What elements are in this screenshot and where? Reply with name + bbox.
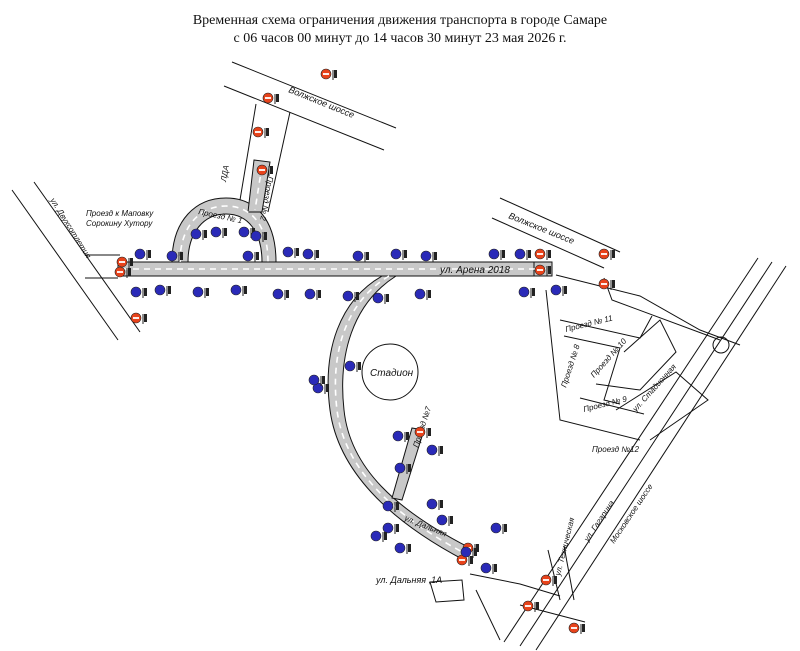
no-entry-sign: [252, 126, 269, 138]
no-parking-sign: [382, 500, 399, 512]
no-parking-sign: [242, 250, 259, 262]
no-entry-sign: [256, 164, 273, 176]
no-parking-sign: [514, 248, 531, 260]
no-parking-sign: [250, 230, 267, 242]
no-parking-sign: [420, 250, 437, 262]
no-parking-sign: [192, 286, 209, 298]
title-line-2: с 06 часов 00 минут до 14 часов 30 минут…: [233, 31, 567, 46]
road-network: [11, 61, 787, 651]
no-parking-sign: [394, 542, 411, 554]
no-entry-sign: [130, 312, 147, 324]
no-parking-sign: [480, 562, 497, 574]
no-parking-sign: [370, 530, 387, 542]
no-parking-sign: [344, 360, 361, 372]
no-entry-sign: [540, 574, 557, 586]
no-parking-sign: [382, 522, 399, 534]
label-ul-dalnyaya-1a: ул. Дальняя ,1А: [375, 575, 442, 585]
label-volzhskoe-right: Волжское шоссе: [507, 211, 575, 246]
no-parking-sign: [352, 250, 369, 262]
label-moskovskoe: Московское шоссе: [608, 482, 655, 545]
no-parking-sign: [134, 248, 151, 260]
no-parking-sign: [390, 248, 407, 260]
no-entry-sign: [598, 248, 615, 260]
no-parking-sign: [210, 226, 227, 238]
label-stadion: Стадион: [370, 368, 414, 379]
label-ul-arena: ул. Арена 2018: [439, 265, 510, 276]
no-parking-sign: [488, 248, 505, 260]
no-parking-sign: [154, 284, 171, 296]
no-parking-sign: [230, 284, 247, 296]
map-title: Временная схема ограничения движения тра…: [0, 12, 800, 48]
no-entry-sign: [534, 264, 551, 276]
no-parking-sign: [518, 286, 535, 298]
no-parking-sign: [392, 430, 409, 442]
no-parking-sign: [372, 292, 389, 304]
no-parking-sign: [414, 288, 431, 300]
no-parking-sign: [308, 374, 325, 386]
label-ul-tekhnich: ул. Техническая: [553, 516, 577, 578]
label-ul-stadion: ул. Стадионная: [630, 362, 678, 414]
no-parking-sign: [272, 288, 289, 300]
label-sorokin-khutor: Сорокину Хутору: [86, 219, 153, 228]
no-entry-sign: [262, 92, 279, 104]
no-parking-sign: [166, 250, 183, 262]
no-entry-sign: [114, 266, 131, 278]
no-parking-sign: [302, 248, 319, 260]
road-signs: [114, 68, 615, 634]
no-entry-sign: [320, 68, 337, 80]
no-parking-sign: [304, 288, 321, 300]
lane-markings: [122, 165, 546, 555]
no-entry-sign: [568, 622, 585, 634]
no-parking-sign: [490, 522, 507, 534]
no-entry-sign: [414, 426, 431, 438]
no-entry-sign: [534, 248, 551, 260]
title-line-1: Временная схема ограничения движения тра…: [192, 13, 608, 28]
no-entry-sign: [598, 278, 615, 290]
no-parking-sign: [282, 246, 299, 258]
no-parking-sign: [190, 228, 207, 240]
label-proezd-pr7: Проезд №7: [411, 405, 433, 449]
no-parking-sign: [436, 514, 453, 526]
street-labels: Волжское шоссе Волжское шоссе Проезд к М…: [48, 85, 679, 585]
no-parking-sign: [342, 290, 359, 302]
label-lda: ЛДА: [219, 165, 231, 184]
no-entry-sign: [522, 600, 539, 612]
label-volzhskoe-top: Волжское шоссе: [287, 85, 355, 120]
no-parking-sign: [394, 462, 411, 474]
no-parking-sign: [426, 498, 443, 510]
label-proezd-12: Проезд №12: [592, 445, 639, 454]
closed-roads: [117, 159, 553, 561]
label-proezd-8: Проезд № 8: [559, 343, 582, 389]
no-parking-sign: [550, 284, 567, 296]
no-entry-sign: [116, 256, 133, 268]
label-proezd-mapovu: Проезд к Маповку: [86, 209, 154, 218]
stadium-outline: [361, 343, 419, 401]
no-parking-sign: [460, 546, 477, 558]
no-parking-sign: [130, 286, 147, 298]
no-parking-sign: [426, 444, 443, 456]
